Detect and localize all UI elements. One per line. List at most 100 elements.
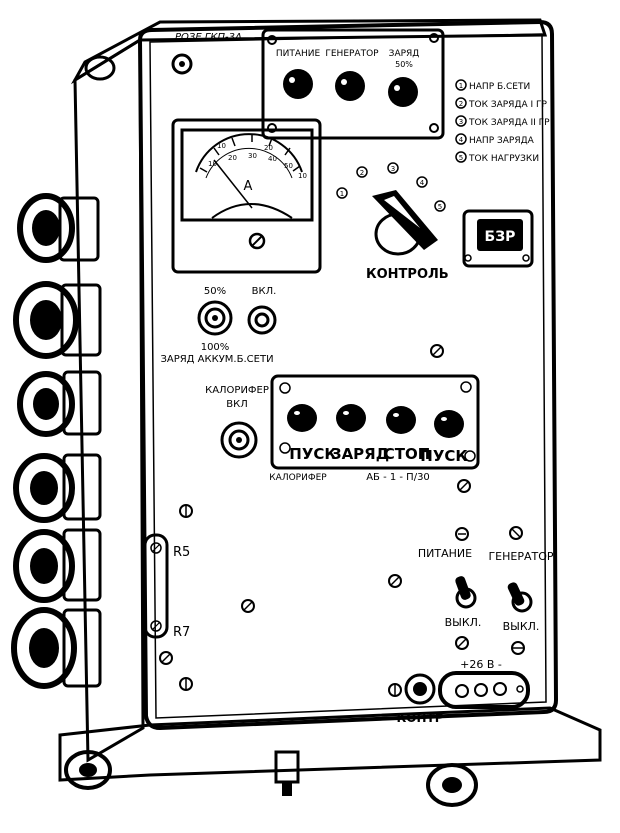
toggle-label-power: ПИТАНИЕ	[418, 547, 472, 560]
ammeter-scale-bottom-1: 10	[208, 160, 217, 168]
panel-screw-f	[241, 599, 255, 613]
charge-100-label: 100%	[201, 342, 230, 353]
ammeter-needle	[213, 159, 253, 209]
selector-position-marks: 1 2 3 4 5	[336, 162, 446, 212]
ammeter-unit: А	[244, 179, 253, 194]
legend-item-5: 5 ТОК НАГРУЗКИ	[455, 151, 539, 164]
connector-2[interactable]	[13, 281, 102, 359]
button-label-start-1: ПУСК	[289, 445, 337, 463]
lamp-power	[283, 69, 313, 99]
svg-text:5: 5	[438, 203, 442, 211]
ammeter-scale-top-1: 10	[217, 142, 226, 150]
panel-screw-h	[455, 527, 469, 541]
legend-item-3: 3 ТОК ЗАРЯДА II ГР	[455, 115, 550, 128]
connector-6[interactable]	[11, 607, 102, 689]
heater-on-label: ВКЛ	[226, 399, 247, 410]
control-legend: 1 НАПР Б.СЕТИ 2 ТОК ЗАРЯДА I ГР 3 ТОК ЗА…	[455, 79, 550, 164]
mounting-ear-top	[84, 55, 116, 81]
control-selector[interactable]: 1 2 3 4 5 КОНТРОЛЬ	[336, 162, 449, 282]
ammeter-scale-bottom-3: 30	[248, 152, 257, 160]
svg-text:1: 1	[340, 190, 344, 198]
indicator-label-charge: ЗАРЯД	[389, 49, 420, 59]
indicator-label-charge-percent: 50%	[395, 60, 413, 69]
charge-section: 50% ВКЛ. 100% ЗАРЯД АККУМ.Б.СЕТИ	[160, 286, 277, 365]
bzr-plate: БЗР	[462, 209, 534, 268]
button-panel: ПУСК ЗАРЯД СТОП ПУСК	[270, 374, 480, 470]
panel-screw-a	[430, 344, 444, 358]
indicator-label-generator: ГЕНЕРАТОР	[325, 49, 379, 59]
toggle-label-generator: ГЕНЕРАТОР	[488, 550, 553, 563]
button-label-stop: СТОП	[384, 445, 431, 463]
svg-text:ТОК НАГРУЗКИ: ТОК НАГРУЗКИ	[468, 154, 539, 164]
ammeter-scale-top-2: 20	[264, 144, 273, 152]
charge-mode-switch[interactable]	[197, 300, 233, 336]
svg-text:3: 3	[391, 165, 395, 173]
charge-50-label: 50%	[204, 286, 226, 297]
charge-button[interactable]	[336, 404, 366, 432]
svg-text:2: 2	[360, 169, 364, 177]
connector-3[interactable]	[17, 370, 102, 437]
ammeter: 10 20 10 20 30 40 50 10 А	[171, 118, 322, 274]
mounting-foot-left	[64, 750, 112, 790]
charge-on-label: ВКЛ.	[252, 286, 277, 297]
ammeter-scale-right: 10	[298, 172, 307, 180]
svg-text:4: 4	[459, 136, 464, 144]
svg-text:БЗР: БЗР	[485, 229, 516, 245]
stop-button[interactable]	[386, 406, 416, 434]
generator-toggle-switch[interactable]	[506, 581, 533, 613]
resistor-label-r5: R5	[173, 545, 190, 560]
toggle-state-power: ВЫКЛ.	[445, 616, 482, 629]
svg-text:НАПР ЗАРЯДА: НАПР ЗАРЯДА	[469, 136, 535, 146]
button-label-charge: ЗАРЯД	[331, 445, 389, 463]
panel-screw-i	[509, 526, 523, 540]
svg-text:5: 5	[459, 154, 463, 162]
charge-caption: ЗАРЯД АККУМ.Б.СЕТИ	[160, 354, 273, 365]
power-toggle-switch[interactable]	[454, 575, 477, 609]
heater-section: КАЛОРИФЕР ВКЛ	[205, 385, 269, 459]
control-jack[interactable]	[404, 673, 436, 705]
selector-knob[interactable]	[372, 190, 438, 250]
ammeter-scale-bottom-2: 20	[228, 154, 237, 162]
connector-1[interactable]	[17, 193, 100, 263]
side-connectors	[11, 193, 102, 689]
heater-label: КАЛОРИФЕР	[205, 385, 269, 396]
svg-text:3: 3	[459, 118, 463, 126]
top-indicator-panel: ПИТАНИЕ ГЕНЕРАТОР ЗАРЯД 50%	[261, 28, 445, 140]
svg-text:НАПР Б.СЕТИ: НАПР Б.СЕТИ	[469, 82, 530, 92]
panel-screw-g	[388, 574, 402, 588]
control-jack-label: КОНТР	[396, 711, 443, 725]
heater-switch[interactable]	[220, 421, 258, 459]
panel-screw-j	[455, 636, 469, 650]
unit-button-caption: АБ - 1 - П/30	[366, 472, 430, 483]
selector-title: КОНТРОЛЬ	[366, 267, 449, 282]
svg-text:ТОК ЗАРЯДА I ГР: ТОК ЗАРЯДА I ГР	[468, 100, 547, 110]
start-unit-button[interactable]	[434, 410, 464, 438]
ammeter-ticks	[199, 134, 301, 173]
socket-voltage-label: +26 В -	[460, 658, 502, 671]
ammeter-scale-bottom-4: 40	[268, 155, 277, 163]
start-heater-button[interactable]	[287, 404, 317, 432]
connector-4[interactable]	[13, 453, 102, 523]
charge-on-lamp	[247, 305, 277, 335]
top-left-screw	[171, 53, 193, 75]
toggle-section: ПИТАНИЕ ГЕНЕРАТОР ВЫКЛ. ВЫКЛ.	[418, 526, 554, 655]
legend-item-1: 1 НАПР Б.СЕТИ	[455, 79, 530, 92]
panel-screw-l	[388, 683, 402, 697]
svg-text:1: 1	[459, 82, 463, 90]
panel-screw-e	[179, 677, 193, 691]
ammeter-scale-bottom-5: 50	[284, 162, 293, 170]
button-label-start-2: ПУСК	[420, 447, 468, 465]
housing	[58, 18, 602, 807]
panel-screw-b	[457, 479, 471, 493]
model-label: РОЗЕ ГКП-3А	[175, 32, 242, 43]
heater-button-caption: КАЛОРИФЕР	[269, 473, 327, 483]
resistor-label-r7: R7	[173, 625, 190, 640]
lamp-charge	[388, 77, 418, 107]
svg-text:ТОК ЗАРЯДА II ГР: ТОК ЗАРЯДА II ГР	[468, 118, 550, 128]
connector-5[interactable]	[13, 528, 102, 603]
lamp-generator	[335, 71, 365, 101]
svg-text:4: 4	[420, 179, 425, 187]
panel-screw-k	[511, 641, 525, 655]
power-socket-26v[interactable]	[438, 671, 530, 709]
